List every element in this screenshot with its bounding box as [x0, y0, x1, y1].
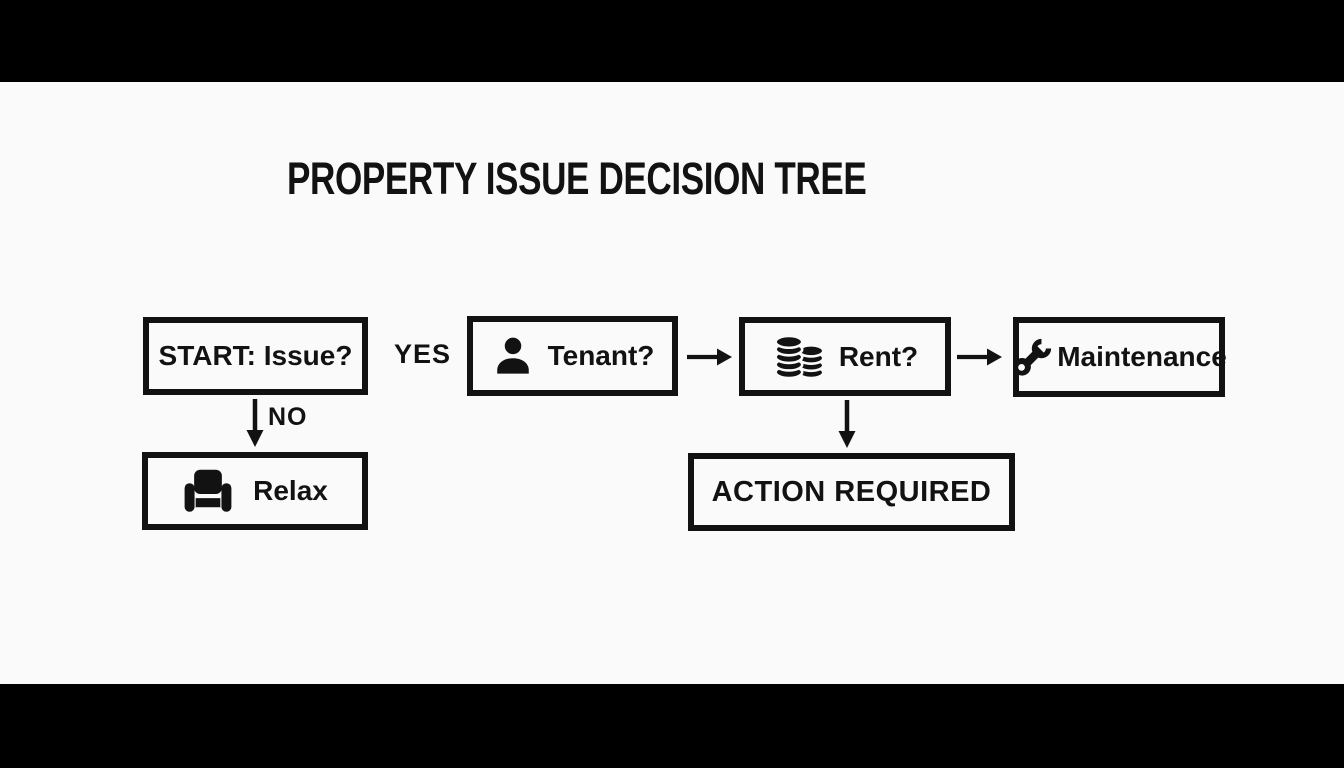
wrench-icon	[1013, 338, 1052, 376]
diagram-title: PROPERTY ISSUE DECISION TREE	[287, 153, 867, 204]
armchair-icon	[184, 469, 232, 512]
node-start-issue: START: Issue?	[143, 317, 368, 395]
node-tenant-label: Tenant?	[547, 340, 655, 371]
coins-icon	[774, 334, 825, 379]
node-rent-label: Rent?	[838, 340, 919, 372]
node-action-required: ACTION REQUIRED	[688, 453, 1015, 531]
node-rent: Rent?	[739, 317, 951, 396]
node-maintenance-label: Maintenance	[1057, 341, 1227, 372]
edge-label-yes: YES	[394, 339, 452, 369]
node-action-required-label: ACTION REQUIRED	[711, 475, 992, 508]
top-letterbox-bar	[0, 0, 1344, 82]
arrow-right-tenant-to-rent	[687, 348, 732, 366]
node-tenant: Tenant?	[467, 316, 678, 396]
arrow-down-start-to-relax	[246, 399, 264, 447]
node-start-label: START: Issue?	[158, 340, 353, 371]
arrow-down-rent-to-action	[838, 400, 856, 448]
node-relax-label: Relax	[253, 475, 328, 506]
person-icon	[496, 337, 529, 374]
node-relax: Relax	[142, 452, 368, 530]
bottom-letterbox-bar	[0, 684, 1344, 768]
node-maintenance: Maintenance	[1013, 317, 1227, 397]
edge-label-no: NO	[268, 403, 308, 431]
arrow-right-rent-to-maintenance	[957, 348, 1002, 366]
